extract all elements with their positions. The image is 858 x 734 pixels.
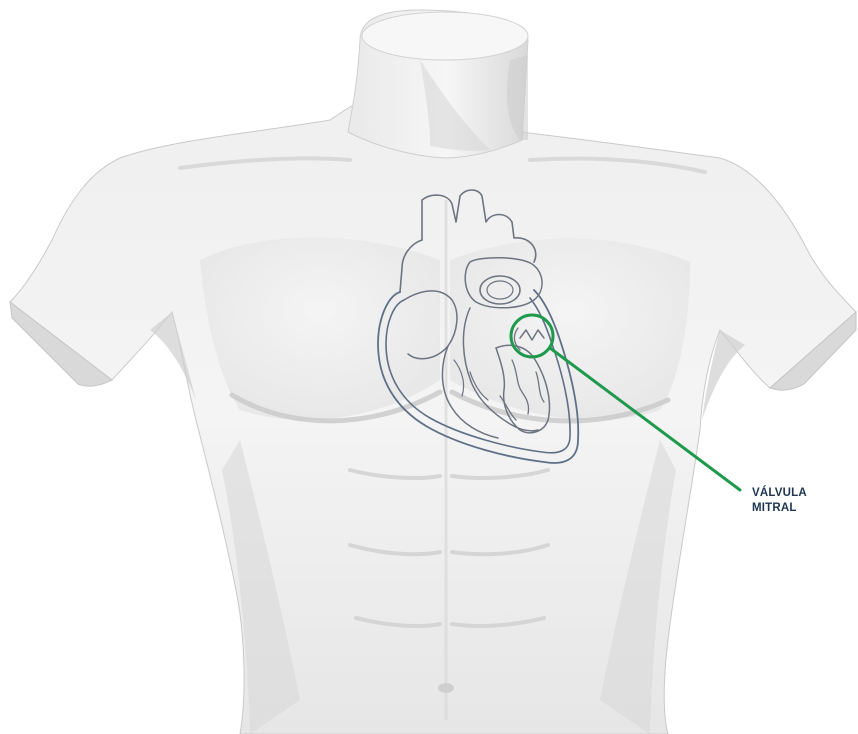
- callout-label: VÁLVULA MITRAL: [752, 486, 852, 516]
- callout-label-line2: MITRAL: [752, 501, 852, 516]
- torso-figure: [10, 10, 856, 734]
- pectoral-right: [450, 238, 690, 420]
- navel: [438, 683, 454, 693]
- pectoral-left: [200, 238, 440, 421]
- neck-top: [362, 12, 528, 60]
- torso-body: [10, 91, 856, 734]
- callout-label-line1: VÁLVULA: [752, 486, 852, 501]
